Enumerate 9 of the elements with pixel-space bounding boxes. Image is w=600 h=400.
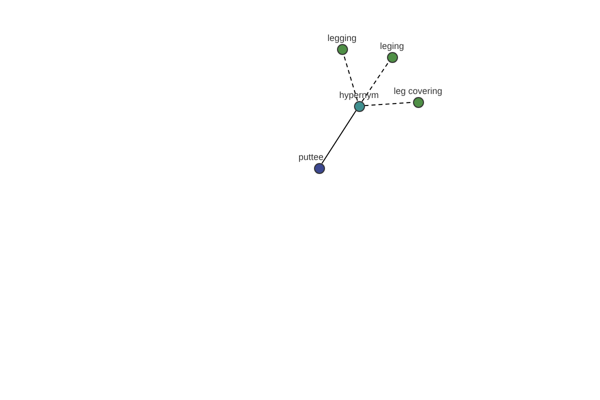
node-label: puttee xyxy=(298,150,324,162)
dashed-line xyxy=(364,102,414,106)
node-label: hypernym xyxy=(339,88,379,100)
node-label: leg covering xyxy=(394,84,442,96)
node-label: leging xyxy=(380,40,404,52)
dashed-line xyxy=(343,54,358,102)
connector-line xyxy=(321,110,357,164)
node-label: legging xyxy=(327,32,357,44)
dashed-line xyxy=(362,61,390,102)
